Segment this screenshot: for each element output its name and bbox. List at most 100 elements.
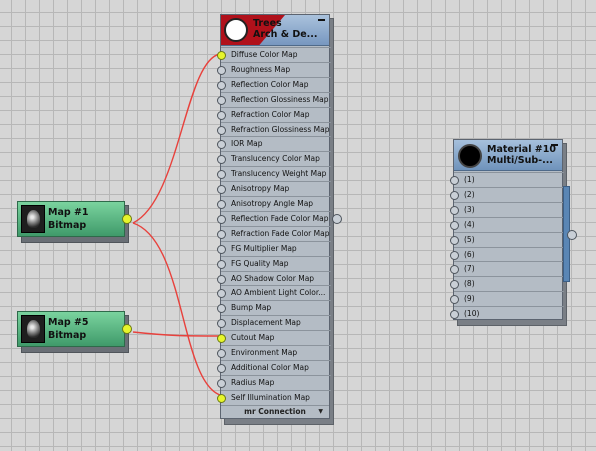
material-slot[interactable]: Self Illumination Map bbox=[217, 389, 331, 405]
material-slot[interactable]: Displacement Map bbox=[217, 315, 331, 330]
submaterial-slot[interactable]: (7) bbox=[450, 261, 564, 276]
input-socket[interactable] bbox=[217, 334, 226, 344]
submaterial-slot[interactable]: (4) bbox=[450, 216, 564, 232]
map-node-1[interactable]: Map #1 Bitmap bbox=[17, 201, 132, 243]
multisub-node-header[interactable]: Material #10 Multi/Sub-... bbox=[454, 140, 562, 171]
material-output-socket[interactable] bbox=[332, 214, 342, 224]
input-socket[interactable] bbox=[217, 289, 226, 299]
slot-label: Refraction Glossiness Map bbox=[231, 124, 330, 134]
input-socket[interactable] bbox=[217, 229, 226, 239]
input-socket[interactable] bbox=[450, 265, 459, 275]
material-node-header[interactable]: Trees Arch & De... bbox=[221, 15, 329, 46]
slot-label: Bump Map bbox=[231, 303, 272, 313]
material-slot[interactable]: Reflection Glossiness Map bbox=[217, 91, 331, 107]
material-slot[interactable]: Roughness Map bbox=[217, 61, 331, 77]
input-socket[interactable] bbox=[217, 125, 226, 135]
input-socket[interactable] bbox=[450, 190, 459, 200]
map-node-1-body[interactable]: Map #1 Bitmap bbox=[17, 201, 125, 237]
input-socket[interactable] bbox=[217, 110, 226, 120]
material-preview-sphere bbox=[458, 144, 482, 168]
input-socket[interactable] bbox=[217, 200, 226, 209]
input-socket[interactable] bbox=[450, 176, 459, 185]
input-socket[interactable] bbox=[217, 185, 226, 195]
map-node-5-body[interactable]: Map #5 Bitmap bbox=[17, 311, 125, 347]
multisub-node-body[interactable]: Material #10 Multi/Sub-... (1)(2)(3)(4)(… bbox=[450, 139, 564, 321]
submaterial-slot[interactable]: (10) bbox=[450, 306, 564, 321]
material-slot[interactable]: Translucency Weight Map bbox=[217, 166, 331, 181]
material-slot[interactable]: Refraction Fade Color Map bbox=[217, 225, 331, 241]
slot-label: Self Illumination Map bbox=[231, 392, 310, 402]
material-slot[interactable]: Translucency Color Map bbox=[217, 151, 331, 166]
input-socket[interactable] bbox=[217, 259, 226, 269]
input-socket[interactable] bbox=[217, 51, 226, 60]
submaterial-slot[interactable]: (1) bbox=[450, 172, 564, 187]
material-slot[interactable]: FG Quality Map bbox=[217, 255, 331, 271]
material-slot[interactable]: IOR Map bbox=[217, 136, 331, 151]
input-socket[interactable] bbox=[450, 235, 459, 245]
slot-label: (9) bbox=[464, 294, 475, 304]
input-socket[interactable] bbox=[217, 140, 226, 150]
minimize-icon[interactable] bbox=[318, 19, 325, 21]
minimize-icon[interactable] bbox=[551, 144, 558, 146]
input-socket[interactable] bbox=[217, 378, 226, 388]
material-slot[interactable]: Bump Map bbox=[217, 300, 331, 315]
material-slot[interactable]: Reflection Color Map bbox=[217, 76, 331, 92]
material-slot[interactable]: Reflection Fade Color Map bbox=[217, 210, 331, 226]
submaterial-slot[interactable]: (6) bbox=[450, 246, 564, 262]
material-preview-sphere bbox=[224, 18, 248, 42]
input-socket[interactable] bbox=[450, 280, 459, 290]
input-socket[interactable] bbox=[217, 155, 226, 165]
input-socket[interactable] bbox=[217, 319, 226, 329]
material-slot[interactable]: FG Multiplier Map bbox=[217, 240, 331, 256]
map-node-5-output-socket[interactable] bbox=[122, 324, 132, 334]
slot-label: Translucency Weight Map bbox=[231, 169, 327, 179]
wire-map5-cutout bbox=[132, 331, 221, 337]
input-socket[interactable] bbox=[217, 274, 226, 284]
material-slot[interactable]: Refraction Glossiness Map bbox=[217, 121, 331, 137]
slot-label: Anisotropy Map bbox=[231, 184, 290, 194]
slot-label: (10) bbox=[464, 309, 480, 319]
input-socket[interactable] bbox=[217, 363, 226, 373]
submaterial-slot[interactable]: (5) bbox=[450, 231, 564, 247]
input-socket[interactable] bbox=[450, 310, 459, 320]
material-slot[interactable]: Additional Color Map bbox=[217, 359, 331, 375]
input-socket[interactable] bbox=[217, 304, 226, 314]
input-socket[interactable] bbox=[217, 214, 226, 224]
input-socket[interactable] bbox=[217, 244, 226, 254]
material-node-multisub[interactable]: Material #10 Multi/Sub-... (1)(2)(3)(4)(… bbox=[450, 139, 567, 326]
multisub-output-socket[interactable] bbox=[567, 230, 577, 240]
input-socket[interactable] bbox=[217, 393, 226, 403]
material-slot[interactable]: Environment Map bbox=[217, 345, 331, 360]
input-socket[interactable] bbox=[217, 80, 226, 90]
material-slot[interactable]: Cutout Map bbox=[217, 330, 331, 345]
slot-label: FG Quality Map bbox=[231, 258, 289, 268]
material-slot[interactable]: Radius Map bbox=[217, 374, 331, 390]
material-slot[interactable]: Anisotropy Angle Map bbox=[217, 196, 331, 211]
input-socket[interactable] bbox=[217, 170, 226, 180]
submaterial-slot[interactable]: (8) bbox=[450, 276, 564, 291]
material-slot[interactable]: AO Ambient Light Color... bbox=[217, 285, 331, 300]
mr-connection-rollout[interactable]: mr Connection ▼ bbox=[221, 405, 329, 418]
input-socket[interactable] bbox=[217, 65, 226, 75]
wire-map1-diffuse bbox=[132, 53, 221, 224]
input-socket[interactable] bbox=[450, 250, 459, 260]
material-slot[interactable]: Refraction Color Map bbox=[217, 106, 331, 122]
map-node-1-output-socket[interactable] bbox=[122, 214, 132, 224]
map-node-5[interactable]: Map #5 Bitmap bbox=[17, 311, 132, 353]
input-socket[interactable] bbox=[217, 95, 226, 105]
input-socket[interactable] bbox=[217, 349, 226, 358]
material-slot[interactable]: AO Shadow Color Map bbox=[217, 270, 331, 286]
submaterial-slot[interactable]: (2) bbox=[450, 186, 564, 202]
material-slot[interactable]: Anisotropy Map bbox=[217, 181, 331, 196]
map-node-5-title: Map #5 Bitmap bbox=[48, 317, 89, 341]
submaterial-slot[interactable]: (9) bbox=[450, 291, 564, 306]
submaterial-slot[interactable]: (3) bbox=[450, 201, 564, 217]
input-socket[interactable] bbox=[450, 205, 459, 215]
slot-label: Cutout Map bbox=[231, 333, 275, 343]
input-socket[interactable] bbox=[450, 295, 459, 305]
rollout-arrow-icon[interactable]: ▼ bbox=[318, 408, 323, 415]
material-slot[interactable]: Diffuse Color Map bbox=[217, 47, 331, 62]
input-socket[interactable] bbox=[450, 220, 459, 230]
